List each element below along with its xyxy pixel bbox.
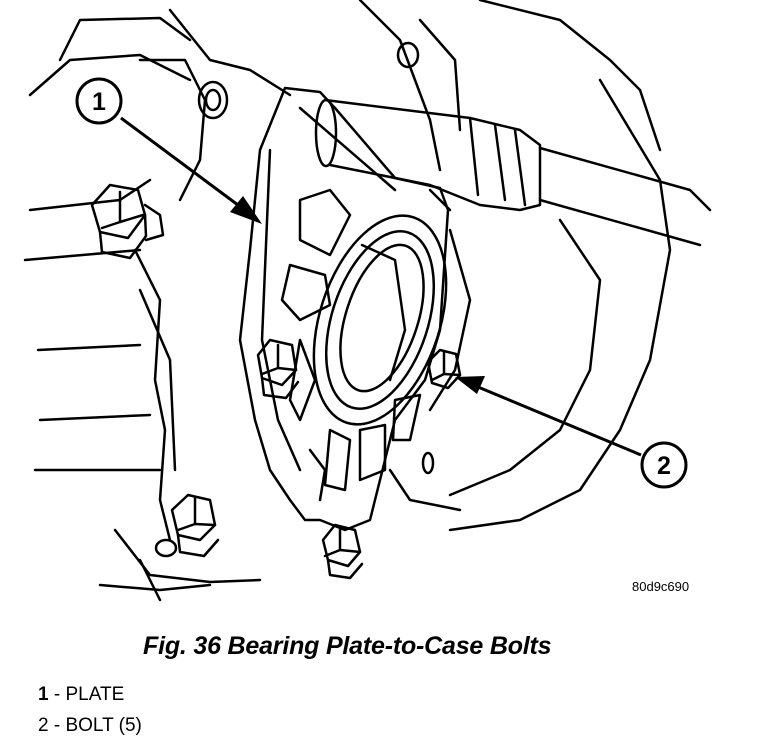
callout-2-number: 2 <box>657 452 671 480</box>
callout-1: 1 <box>75 77 123 125</box>
figure-caption: Fig. 36 Bearing Plate-to-Case Bolts <box>143 632 552 660</box>
callout-1-number: 1 <box>92 88 106 116</box>
bolt <box>321 523 364 580</box>
legend-item-separator: - <box>48 684 66 705</box>
bolt <box>426 348 462 390</box>
bolt <box>90 183 165 260</box>
legend-item-number: 1 <box>38 684 49 705</box>
legend-item-label: BOLT (5) <box>65 715 142 736</box>
legend-item: 2 - BOLT (5) <box>38 710 142 741</box>
legend-item-number: 2 <box>38 715 49 736</box>
legend-item-separator: - <box>48 715 66 736</box>
bearing-plate-illustration: 1 2 <box>23 0 712 602</box>
shaft <box>314 98 712 247</box>
callout-2: 2 <box>640 441 688 489</box>
bolt <box>256 338 300 400</box>
legend-item: 1 - PLATE <box>38 679 142 710</box>
legend: 1 - PLATE 2 - BOLT (5) <box>38 679 142 741</box>
case-housing <box>23 0 672 602</box>
callout-2-leader <box>455 376 642 457</box>
legend-item-label: PLATE <box>65 684 125 705</box>
callout-1-leader <box>120 116 262 224</box>
figure-reference-id: 80d9c690 <box>632 579 690 594</box>
bolt <box>170 493 220 558</box>
